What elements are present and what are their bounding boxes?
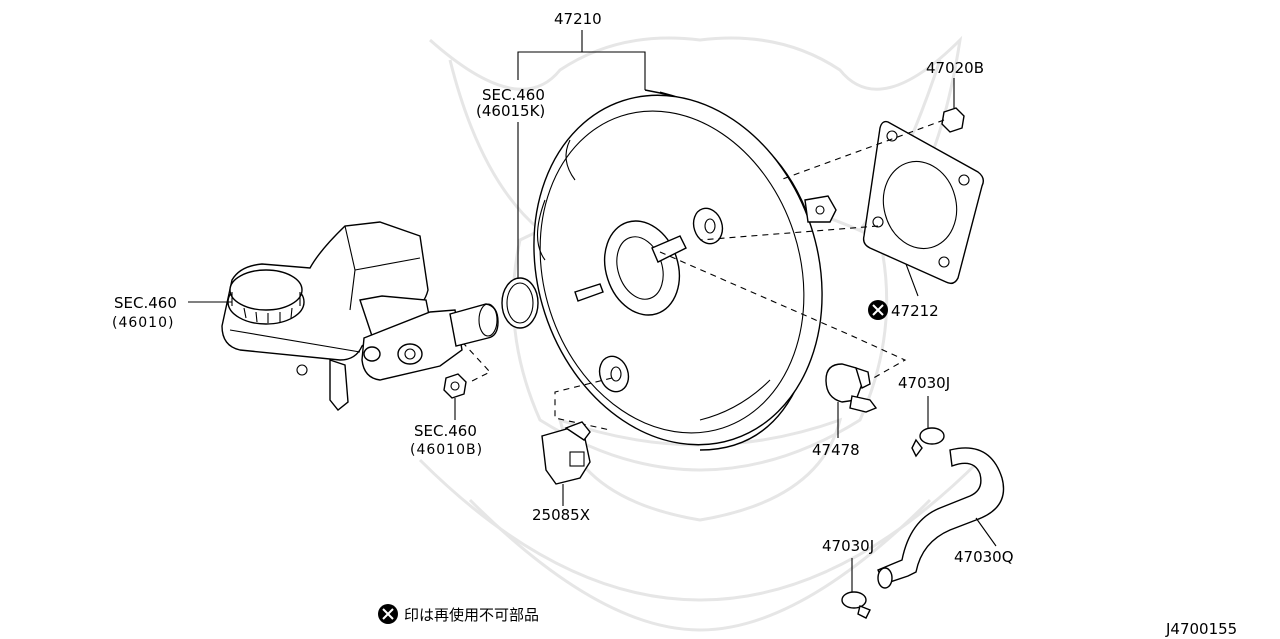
- hose-clamp-upper: [911, 396, 945, 458]
- circle-x-icon: [378, 604, 398, 624]
- label-47212: 47212: [891, 302, 939, 320]
- booster-leader-bracket: [517, 30, 646, 90]
- label-47210: 47210: [554, 10, 602, 28]
- label-47030q: 47030Q: [954, 548, 1014, 566]
- booster-pressure-sensor: [541, 421, 591, 506]
- label-sec460-top-ref: (46015K): [476, 102, 545, 120]
- nut-sec460-bottom: [443, 373, 467, 420]
- label-47020b: 47020B: [926, 59, 984, 77]
- non-reusable-mark-47212: [868, 300, 888, 320]
- vacuum-hose: [877, 447, 1005, 589]
- diagram-code: J4700155: [1165, 620, 1237, 638]
- label-47478: 47478: [812, 441, 860, 459]
- label-sec460-bottom-ref: (46010B): [410, 442, 483, 458]
- master-cylinder: [188, 221, 499, 411]
- check-valve: [825, 363, 878, 438]
- nut-47020b: [941, 78, 965, 133]
- label-sec460-top: SEC.460: [482, 86, 545, 104]
- gasket-plate: [862, 120, 985, 297]
- label-47030j-upper: 47030J: [898, 374, 950, 392]
- hose-clamp-lower: [841, 558, 871, 619]
- brake-booster: [533, 89, 837, 451]
- legend-non-reusable: 印は再使用不可部品: [404, 606, 539, 624]
- label-sec460-bottom: SEC.460: [414, 422, 477, 440]
- label-25085x: 25085X: [532, 506, 590, 524]
- label-sec460-left-ref: (46010): [112, 315, 174, 331]
- label-47030j-lower: 47030J: [822, 537, 874, 555]
- label-sec460-left: SEC.460: [114, 294, 177, 312]
- o-ring: [501, 122, 539, 329]
